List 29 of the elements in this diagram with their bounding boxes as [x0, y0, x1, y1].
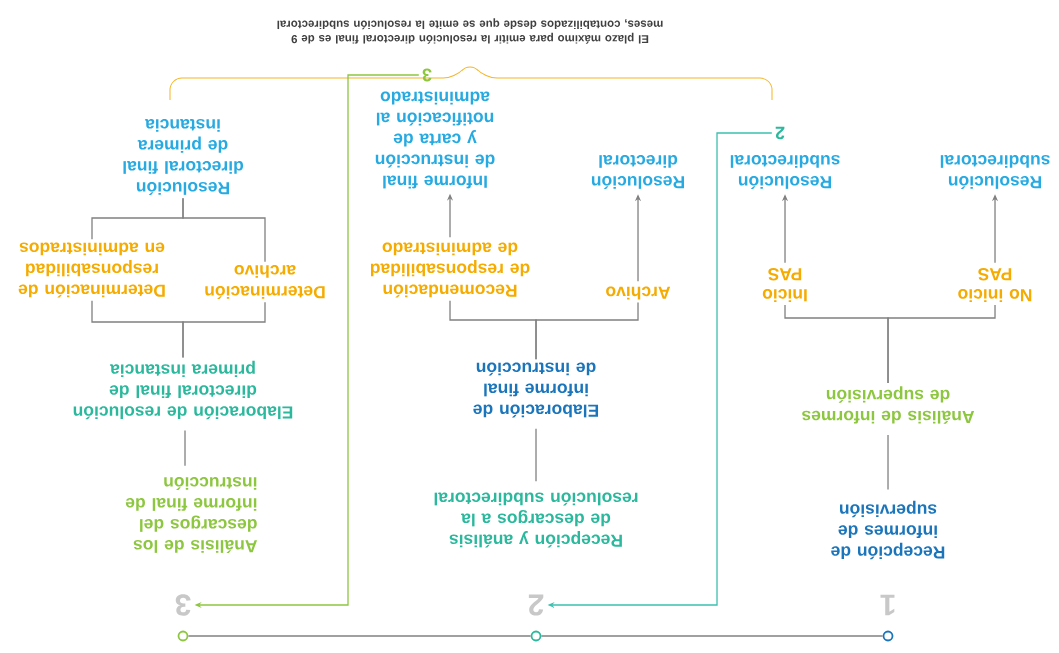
result-text: Resolución directoral [591, 155, 684, 189]
step-text: Análisis de informes de supervisión [802, 386, 975, 424]
timeline-line [187, 635, 532, 637]
result-text: Resolución directoral final de primera instancia [123, 119, 244, 195]
outcome-text: Archivo [606, 286, 671, 300]
timeline-line [540, 635, 884, 637]
result-text: Informe final de instrucción y carta de notificación al administrado [375, 91, 495, 189]
step-text: Recepción de informes de supervisión [831, 500, 945, 560]
bracket-line [784, 304, 889, 384]
step-marker: 2 [775, 126, 785, 140]
outcome-text: Determinación de responsabilidad en administrados [18, 242, 165, 298]
step-text: Recepción y análisis de descargos a la resolución subdirectoral [434, 492, 638, 548]
step-text: Análisis de los descargos del informe final de instrucción [125, 477, 258, 553]
result-text: Resolución subdirectoral [940, 155, 1050, 189]
connector-line [887, 434, 889, 491]
outcome-text: Determinación archivo [205, 265, 325, 299]
step-text: Elaboración de resolución directoral final de primera instancia [73, 360, 293, 420]
bracket-line [91, 197, 184, 240]
result-text: Resolución subdirectoral [730, 155, 840, 189]
outcome-text: Recomendación de responsabilidad de administrado [370, 242, 530, 298]
outcome-text: No inicio PAS [958, 268, 1032, 302]
connector-line [184, 429, 186, 467]
note-text: El plazo máximo para emitir la resolución directoral final es de 9 meses, contabilizados desde que se emite la resolución subdirectoral [277, 18, 663, 44]
connector-line [535, 428, 537, 482]
step-text: Elaboración de informe final de instrucción [473, 362, 599, 418]
outcome-text: Inicio PAS [762, 268, 807, 302]
bracket-line [91, 300, 184, 359]
bracket-line [449, 300, 537, 360]
step-marker: 3 [422, 68, 432, 82]
